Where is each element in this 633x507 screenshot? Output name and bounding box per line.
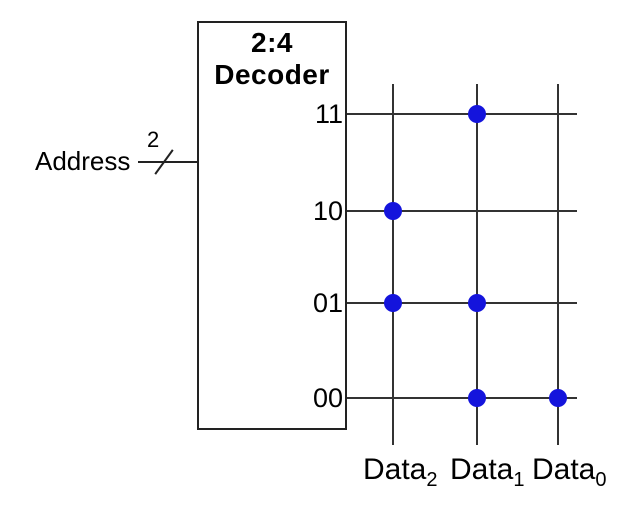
- decoder-name-label: Decoder: [214, 59, 330, 90]
- wordline-10: [347, 210, 577, 212]
- wordline-label-01: 01: [312, 288, 343, 318]
- wordline-label-10: 10: [312, 196, 343, 226]
- bitline-label-data0-text: Data: [532, 453, 596, 486]
- wordline-00: [347, 397, 577, 399]
- wordline-01: [347, 302, 577, 304]
- bitline-label-data0: Data0: [532, 455, 607, 495]
- bitline-label-data1-sub: 1: [513, 469, 525, 491]
- rom-dot-00-data0: [549, 389, 567, 407]
- wordline-label-00: 00: [312, 383, 343, 413]
- decoder-title: 2:4 Decoder: [199, 27, 345, 91]
- address-bus-line: [138, 161, 197, 163]
- bitline-data1: [476, 84, 478, 445]
- rom-dot-11-data1: [468, 105, 486, 123]
- bitline-label-data1-text: Data: [450, 453, 514, 486]
- decoder-ratio-label: 2:4: [251, 27, 293, 58]
- bus-width-label: 2: [147, 127, 160, 152]
- bitline-label-data2-text: Data: [363, 453, 427, 486]
- address-label: Address: [35, 146, 131, 176]
- rom-dot-01-data2: [384, 294, 402, 312]
- rom-dot-00-data1: [468, 389, 486, 407]
- bitline-label-data1: Data1: [450, 455, 525, 495]
- decoder-box: 2:4 Decoder: [197, 21, 347, 430]
- rom-dot-10-data2: [384, 202, 402, 220]
- wordline-label-11: 11: [314, 99, 343, 129]
- bitline-data0: [557, 84, 559, 445]
- bitline-data2: [392, 84, 394, 445]
- rom-dot-01-data1: [468, 294, 486, 312]
- bitline-label-data2: Data2: [363, 455, 438, 495]
- wordline-11: [347, 113, 577, 115]
- bitline-label-data0-sub: 0: [595, 469, 607, 491]
- bitline-label-data2-sub: 2: [426, 469, 438, 491]
